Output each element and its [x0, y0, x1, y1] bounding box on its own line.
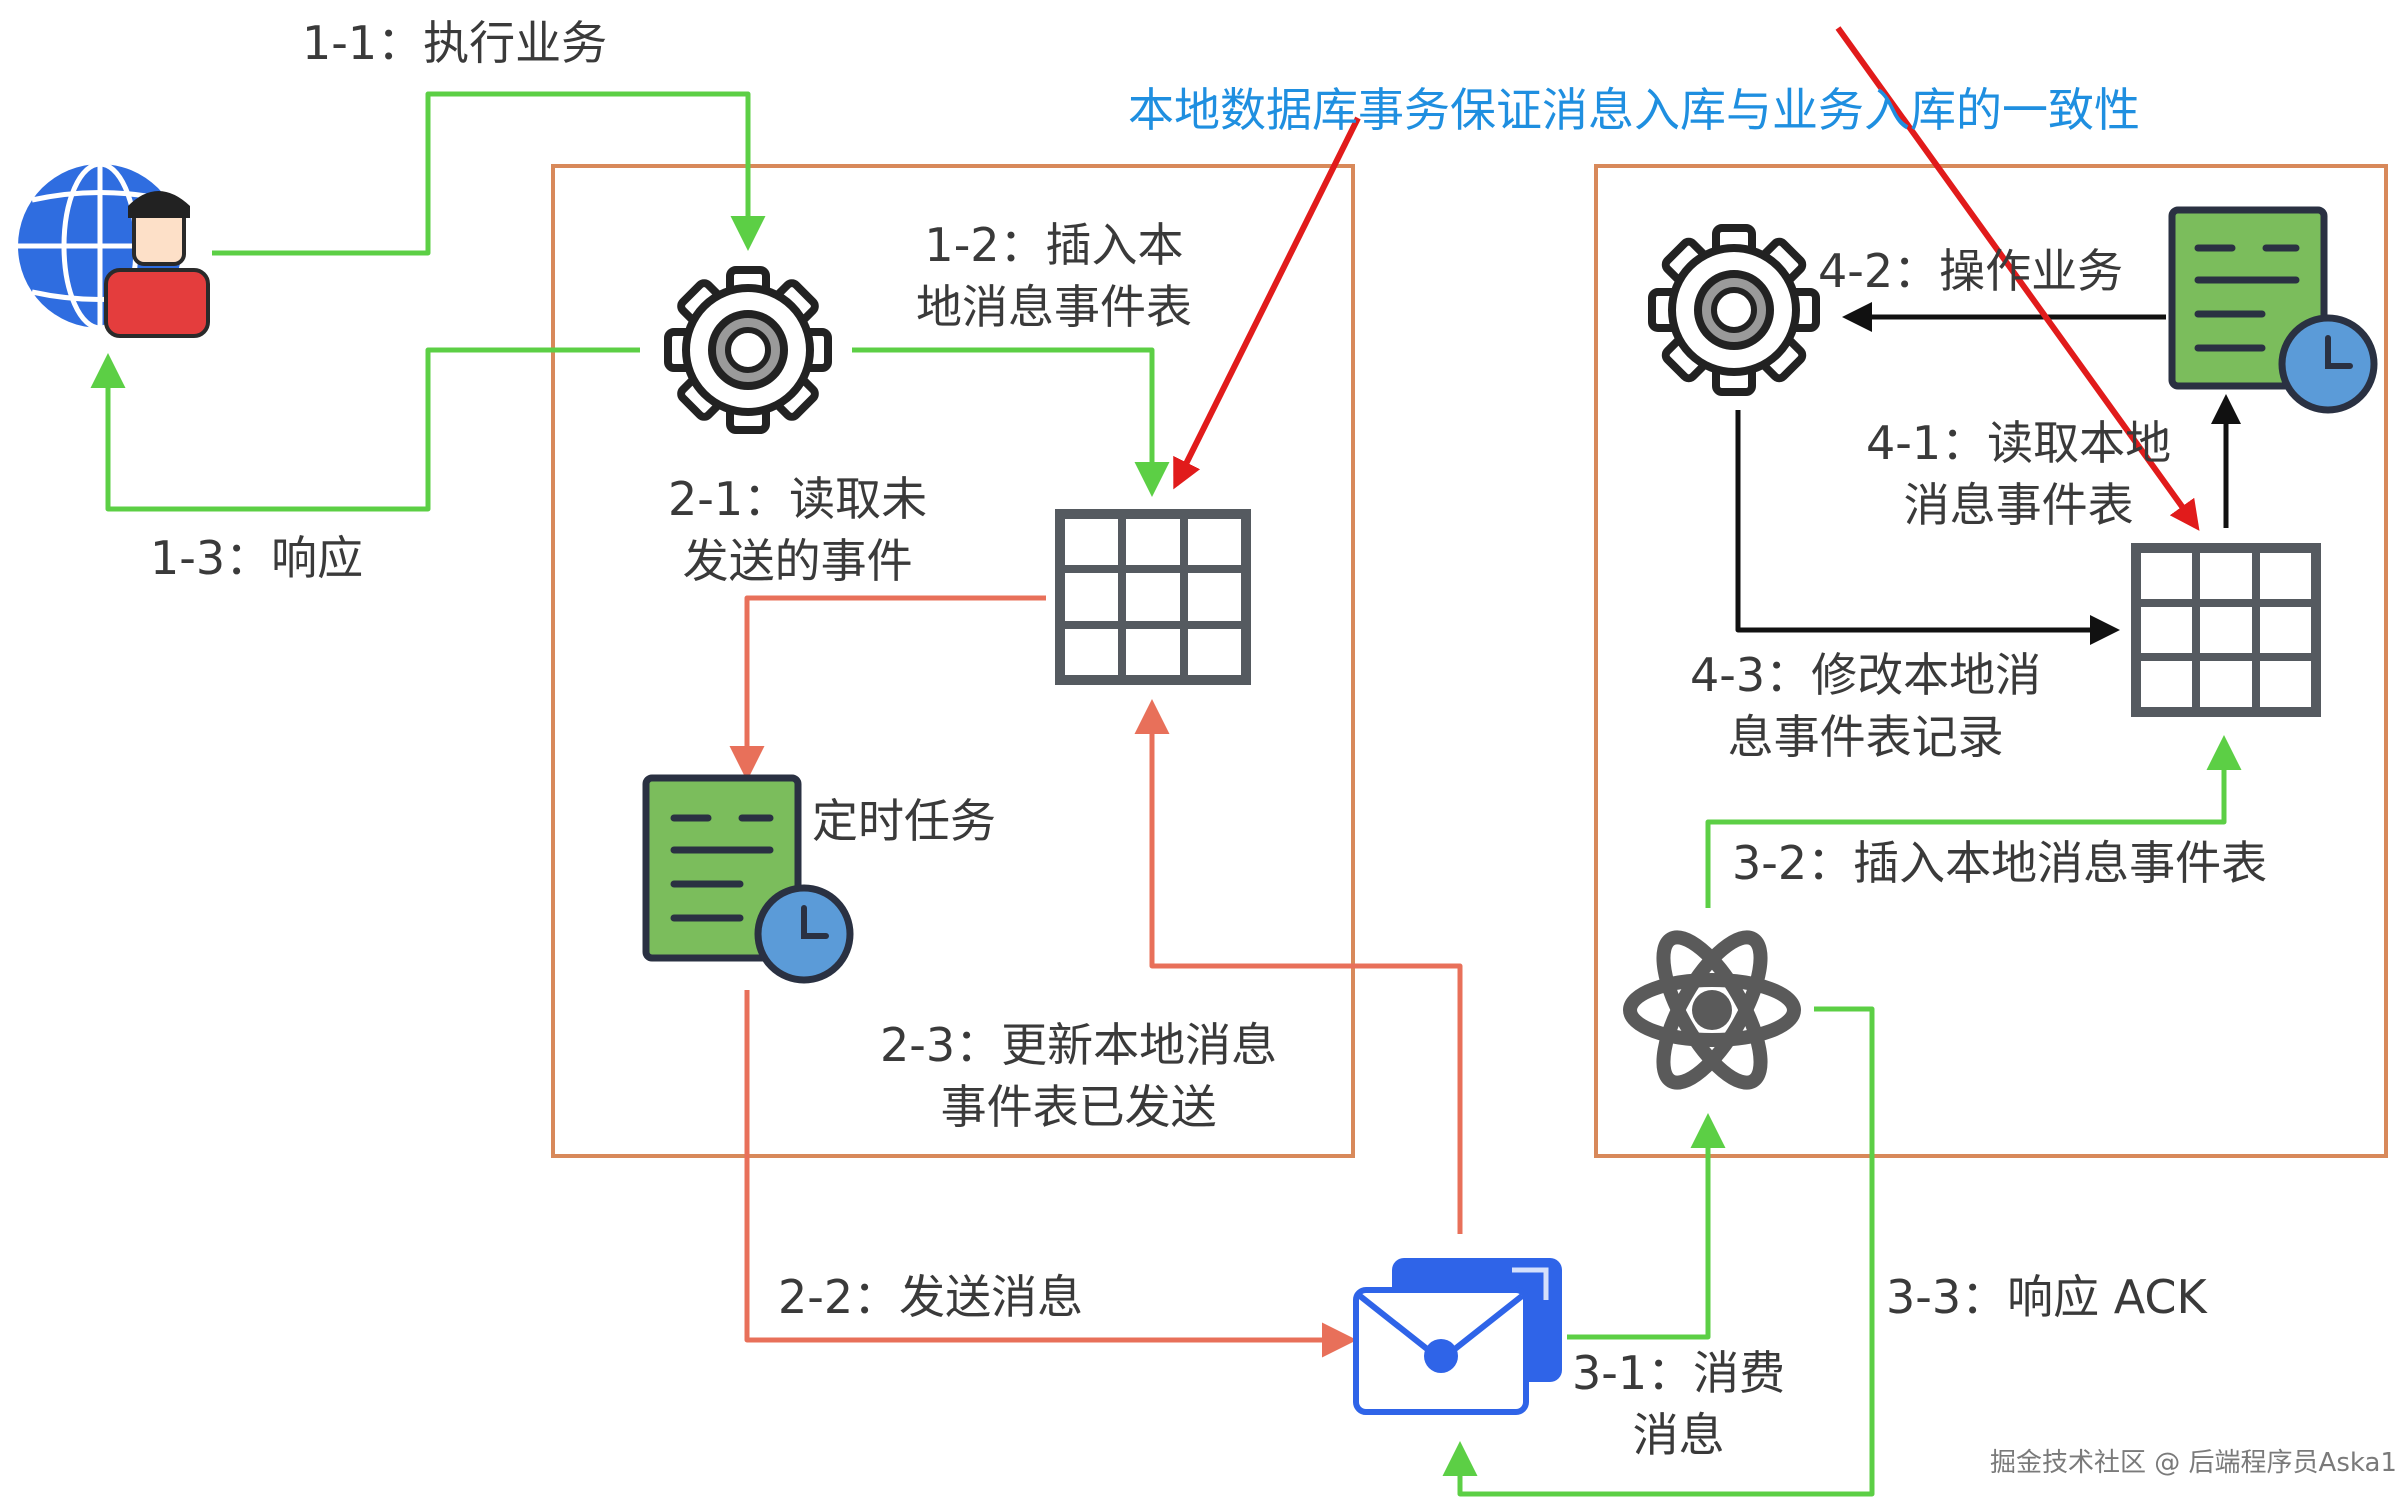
gear-icon	[664, 266, 832, 434]
label-2-3-line1: 2-3：更新本地消息	[880, 1018, 1278, 1072]
label-2-2: 2-2：发送消息	[778, 1270, 1084, 1324]
table-grid-icon	[1055, 509, 1251, 685]
label-2-3: 2-3：更新本地消息 事件表已发送	[880, 1014, 1277, 1138]
annotation-arrow-right	[1835, 26, 2200, 531]
label-1-1: 1-1：执行业务	[302, 16, 608, 70]
label-4-3-line2: 息事件表记录	[1727, 710, 2004, 764]
label-timer: 定时任务	[812, 794, 996, 848]
label-3-1: 3-1：消费 消息	[1572, 1342, 1785, 1466]
label-3-1-line1: 3-1：消费	[1572, 1346, 1786, 1400]
annotation-arrow-left	[1173, 116, 1361, 490]
label-2-1: 2-1：读取未 发送的事件	[668, 468, 927, 592]
producer-service-box	[551, 164, 1355, 1158]
message-envelope-icon	[1353, 1258, 1562, 1415]
consumer-service-box	[1594, 164, 2388, 1158]
user-globe-icon	[18, 161, 210, 338]
flow-2-1	[729, 595, 1046, 781]
flow-1-3	[90, 347, 640, 512]
consumer-table-grid-icon	[2131, 543, 2321, 717]
scheduled-task-icon	[642, 774, 854, 984]
flow-1-2	[852, 347, 1170, 497]
flow-1-1	[212, 91, 766, 256]
consumer-scheduled-task-icon	[2168, 206, 2378, 414]
label-1-3: 1-3：响应	[150, 531, 364, 585]
label-3-2: 3-2：插入本地消息事件表	[1732, 836, 2268, 890]
atom-consumer-icon	[1623, 930, 1801, 1090]
watermark: 掘金技术社区 @ 后端程序员Aska1	[1990, 1448, 2397, 1478]
label-1-2-line1: 1-2：插入本	[924, 218, 1184, 272]
label-2-1-line1: 2-1：读取未	[668, 472, 928, 526]
label-1-2: 1-2：插入本 地消息事件表	[916, 214, 1192, 338]
label-4-3: 4-3：修改本地消 息事件表记录	[1690, 644, 2041, 768]
label-4-1: 4-1：读取本地 消息事件表	[1866, 412, 2171, 536]
label-4-1-line1: 4-1：读取本地	[1866, 416, 2172, 470]
label-4-3-line1: 4-3：修改本地消	[1690, 648, 2042, 702]
flow-3-2	[1705, 735, 2242, 908]
label-3-1-line2: 消息	[1632, 1408, 1725, 1462]
flow-2-3	[1134, 699, 1463, 1234]
flow-2-2	[744, 990, 1357, 1358]
flow-3-3	[1442, 1006, 1875, 1497]
label-3-3: 3-3：响应 ACK	[1886, 1270, 2207, 1324]
flow-3-1	[1567, 1113, 1726, 1340]
label-2-1-line2: 发送的事件	[682, 534, 913, 588]
label-2-3-line2: 事件表已发送	[940, 1080, 1217, 1134]
label-1-2-line2: 地消息事件表	[916, 280, 1192, 334]
label-4-2: 4-2：操作业务	[1818, 244, 2124, 298]
label-4-1-line2: 消息事件表	[1903, 478, 2134, 532]
consumer-gear-icon	[1648, 224, 1820, 396]
consistency-note: 本地数据库事务保证消息入库与业务入库的一致性	[1128, 83, 2140, 137]
flow-4-3	[1735, 410, 2120, 645]
